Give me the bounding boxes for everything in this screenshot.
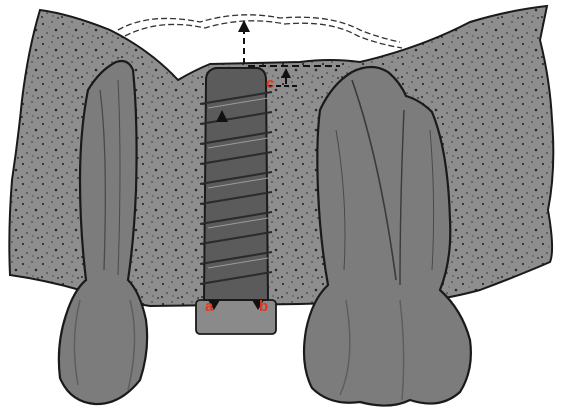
dental-implant (196, 68, 276, 334)
original-bone-contour (118, 15, 402, 48)
label-b: b (259, 298, 268, 315)
label-a: a (205, 298, 214, 315)
label-c: c (266, 75, 274, 92)
